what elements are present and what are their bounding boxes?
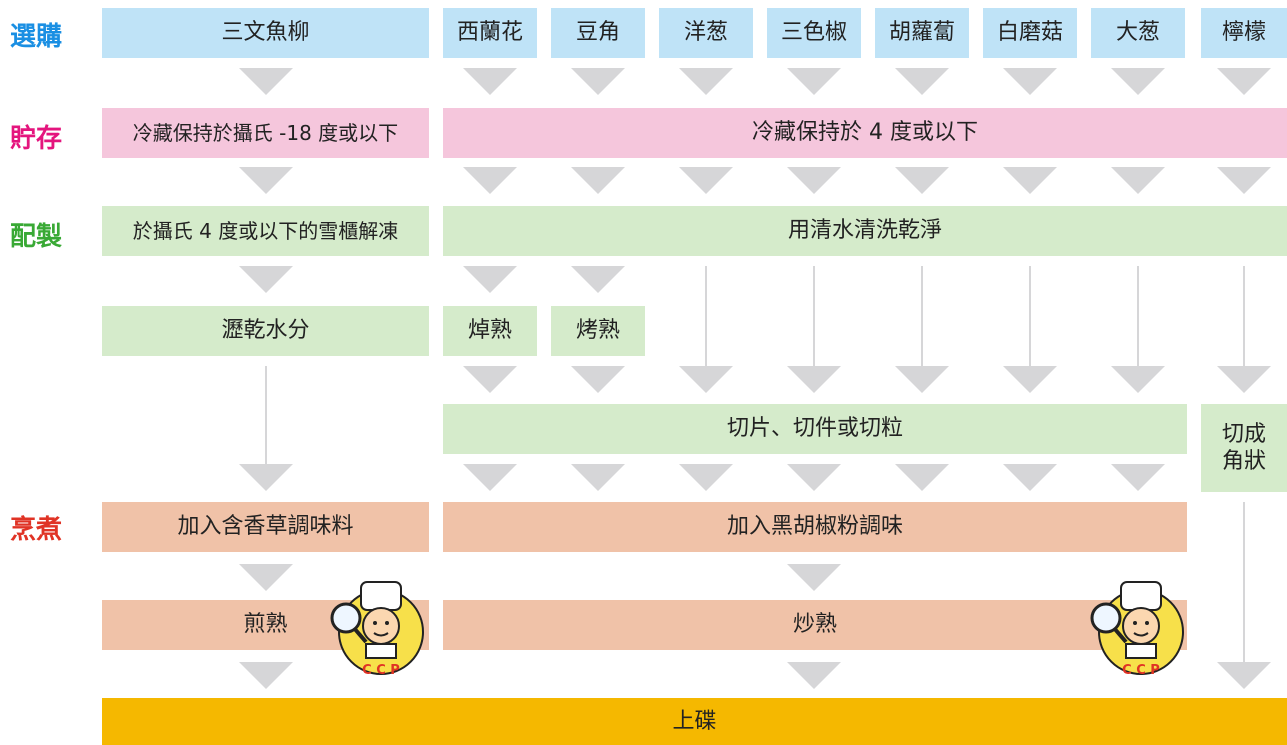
stage-label-purchase: 選購 (10, 22, 63, 52)
flow-arrow (895, 464, 949, 491)
flow-arrow (787, 662, 841, 689)
flow-line (1029, 266, 1031, 368)
flow-line (265, 366, 267, 464)
cook-pepper-season: 加入黑胡椒粉調味 (443, 502, 1187, 552)
flow-arrow (1003, 68, 1057, 95)
flow-arrow (1111, 464, 1165, 491)
flow-line (1243, 502, 1245, 662)
purchase-beans: 豆角 (551, 8, 645, 58)
ccp-badge-text: C C P (1122, 663, 1160, 678)
prep-blanch: 焯熟 (443, 306, 537, 356)
flow-arrow (571, 366, 625, 393)
flow-arrow (679, 366, 733, 393)
flow-arrow (571, 266, 625, 293)
purchase-broccoli: 西蘭花 (443, 8, 537, 58)
purchase-peppers: 三色椒 (767, 8, 861, 58)
flow-arrow (571, 167, 625, 194)
storage-chilled: 冷藏保持於 4 度或以下 (443, 108, 1287, 158)
flow-arrow (1111, 68, 1165, 95)
flow-arrow (463, 366, 517, 393)
prep-cube-line2: 角狀 (1221, 449, 1266, 474)
prep-cube-line1: 切成 (1221, 421, 1266, 447)
prep-roast: 烤熟 (551, 306, 645, 356)
flow-arrow (1111, 167, 1165, 194)
stage-label-cook: 烹煮 (10, 515, 63, 545)
flow-arrow (895, 167, 949, 194)
cook-herb-season: 加入含香草調味料 (102, 502, 429, 552)
serve-step: 上碟 (102, 698, 1287, 745)
flow-arrow (1217, 68, 1271, 95)
storage-frozen: 冷藏保持於攝氏 -18 度或以下 (102, 108, 429, 158)
prep-wash: 用清水清洗乾淨 (443, 206, 1287, 256)
flow-arrow (1217, 366, 1271, 393)
flow-arrow (239, 464, 293, 491)
flow-arrow (1217, 167, 1271, 194)
flow-arrow (787, 464, 841, 491)
flow-arrow (1111, 366, 1165, 393)
flow-arrow (787, 167, 841, 194)
flow-arrow (571, 68, 625, 95)
flow-arrow (787, 366, 841, 393)
flow-line (1243, 266, 1245, 368)
chef-ccp-icon: C C P (330, 581, 424, 678)
flow-arrow (463, 68, 517, 95)
flow-arrow (895, 366, 949, 393)
flow-arrow (463, 464, 517, 491)
flow-arrow (787, 68, 841, 95)
flow-arrow (239, 564, 293, 591)
purchase-scallion: 大葱 (1091, 8, 1185, 58)
stage-label-prep: 配製 (10, 222, 63, 252)
prep-cube: 切成 角狀 (1201, 404, 1287, 492)
flow-arrow (679, 464, 733, 491)
purchase-onion: 洋葱 (659, 8, 753, 58)
cook-stir-fry: 炒熟 (443, 600, 1187, 650)
flow-arrow (787, 564, 841, 591)
flow-arrow (571, 464, 625, 491)
flow-arrow (463, 167, 517, 194)
flow-arrow (239, 167, 293, 194)
flow-arrow (463, 266, 517, 293)
flow-line (813, 266, 815, 368)
prep-drain: 瀝乾水分 (102, 306, 429, 356)
flow-line (921, 266, 923, 368)
purchase-salmon: 三文魚柳 (102, 8, 429, 58)
flow-arrow (1003, 366, 1057, 393)
purchase-carrot: 胡蘿蔔 (875, 8, 969, 58)
chef-ccp-icon: C C P (1090, 581, 1184, 678)
ccp-badge-text: C C P (362, 663, 400, 678)
flow-arrow (239, 662, 293, 689)
flow-arrow (679, 167, 733, 194)
flow-arrow (895, 68, 949, 95)
prep-thaw: 於攝氏 4 度或以下的雪櫃解凍 (102, 206, 429, 256)
flow-line (705, 266, 707, 368)
flow-arrow (1003, 167, 1057, 194)
flow-arrow (239, 68, 293, 95)
flow-arrow (1217, 662, 1271, 689)
stage-label-storage: 貯存 (10, 124, 63, 154)
flow-arrow (1003, 464, 1057, 491)
flow-arrow (679, 68, 733, 95)
flow-arrow (239, 266, 293, 293)
flow-line (1137, 266, 1139, 368)
purchase-mushroom: 白磨菇 (983, 8, 1077, 58)
prep-cut: 切片、切件或切粒 (443, 404, 1187, 454)
purchase-lemon: 檸檬 (1201, 8, 1287, 58)
